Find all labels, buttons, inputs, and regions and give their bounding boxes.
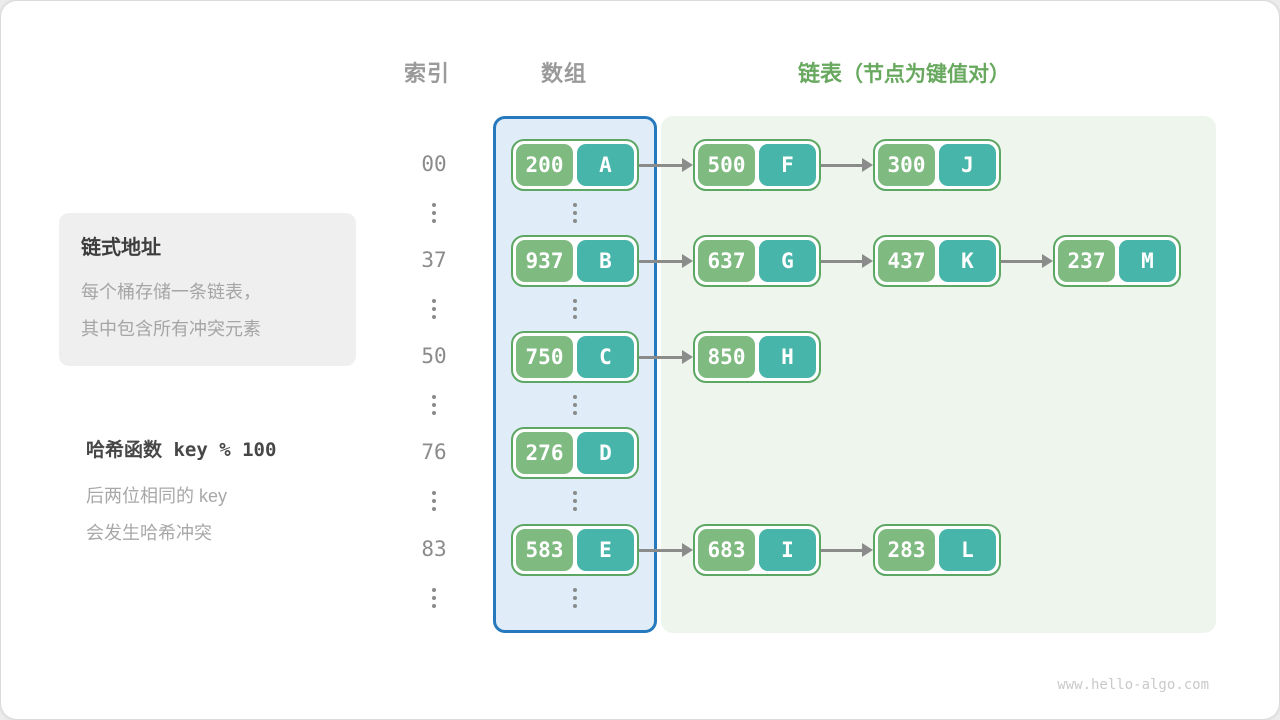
key-cell: 583: [516, 529, 573, 571]
value-cell: C: [577, 336, 634, 378]
key-cell: 200: [516, 144, 573, 186]
ellipsis-icon: [432, 203, 436, 223]
value-cell: G: [759, 240, 816, 282]
list-header-note: （节点为键值对）: [842, 63, 1011, 86]
link-arrow-icon: [1042, 254, 1053, 268]
value-cell: B: [577, 240, 634, 282]
value-cell: K: [939, 240, 996, 282]
key-cell: 237: [1058, 240, 1115, 282]
link-arrow-shaft: [639, 259, 684, 263]
value-cell: L: [939, 529, 996, 571]
link-arrow-shaft: [639, 355, 684, 359]
link-arrow-shaft: [639, 163, 684, 167]
ellipsis-icon: [573, 395, 577, 415]
key-cell: 750: [516, 336, 573, 378]
key-cell: 300: [878, 144, 935, 186]
link-arrow-shaft: [639, 548, 684, 552]
key-cell: 437: [878, 240, 935, 282]
value-cell: E: [577, 529, 634, 571]
ellipsis-icon: [432, 299, 436, 319]
value-cell: J: [939, 144, 996, 186]
value-cell: D: [577, 432, 634, 474]
key-cell: 276: [516, 432, 573, 474]
value-cell: F: [759, 144, 816, 186]
link-arrow-icon: [682, 158, 693, 172]
ellipsis-icon: [432, 491, 436, 511]
watermark: www.hello-algo.com: [1057, 677, 1209, 693]
link-arrow-icon: [682, 543, 693, 557]
info-box-title: 链式地址: [81, 237, 161, 259]
ellipsis-icon: [573, 299, 577, 319]
link-arrow-shaft: [821, 163, 864, 167]
key-cell: 937: [516, 240, 573, 282]
link-arrow-icon: [862, 543, 873, 557]
link-arrow-icon: [862, 254, 873, 268]
ellipsis-icon: [573, 491, 577, 511]
key-cell: 683: [698, 529, 755, 571]
list-header-label: 链表: [798, 61, 843, 86]
key-cell: 500: [698, 144, 755, 186]
hash-note-line: 后两位相同的 key: [86, 486, 228, 506]
link-arrow-shaft: [821, 259, 864, 263]
index-label: 76: [421, 440, 447, 464]
link-arrow-icon: [682, 254, 693, 268]
ellipsis-icon: [573, 203, 577, 223]
link-arrow-icon: [862, 158, 873, 172]
key-cell: 637: [698, 240, 755, 282]
ellipsis-icon: [573, 588, 577, 608]
key-cell: 283: [878, 529, 935, 571]
index-column-header: 索引: [404, 61, 451, 86]
index-label: 37: [421, 248, 447, 272]
ellipsis-icon: [432, 588, 436, 608]
index-label: 50: [421, 344, 447, 368]
hash-note-line: 会发生哈希冲突: [86, 523, 212, 543]
ellipsis-icon: [432, 395, 436, 415]
array-column-header: 数组: [541, 61, 588, 86]
info-box: 链式地址 每个桶存储一条链表， 其中包含所有冲突元素: [59, 213, 356, 366]
key-cell: 850: [698, 336, 755, 378]
hash-function-title: 哈希函数 key % 100: [86, 439, 277, 461]
info-box-line: 每个桶存储一条链表，: [81, 282, 261, 302]
index-label: 00: [421, 152, 447, 176]
link-arrow-icon: [682, 350, 693, 364]
value-cell: A: [577, 144, 634, 186]
value-cell: I: [759, 529, 816, 571]
index-label: 83: [421, 537, 447, 561]
link-arrow-shaft: [1001, 259, 1044, 263]
hash-function-note: 哈希函数 key % 100 后两位相同的 key 会发生哈希冲突: [86, 435, 386, 552]
link-arrow-shaft: [821, 548, 864, 552]
value-cell: H: [759, 336, 816, 378]
value-cell: M: [1119, 240, 1176, 282]
list-column-header: 链表（节点为键值对）: [798, 56, 1010, 88]
info-box-line: 其中包含所有冲突元素: [81, 319, 261, 339]
